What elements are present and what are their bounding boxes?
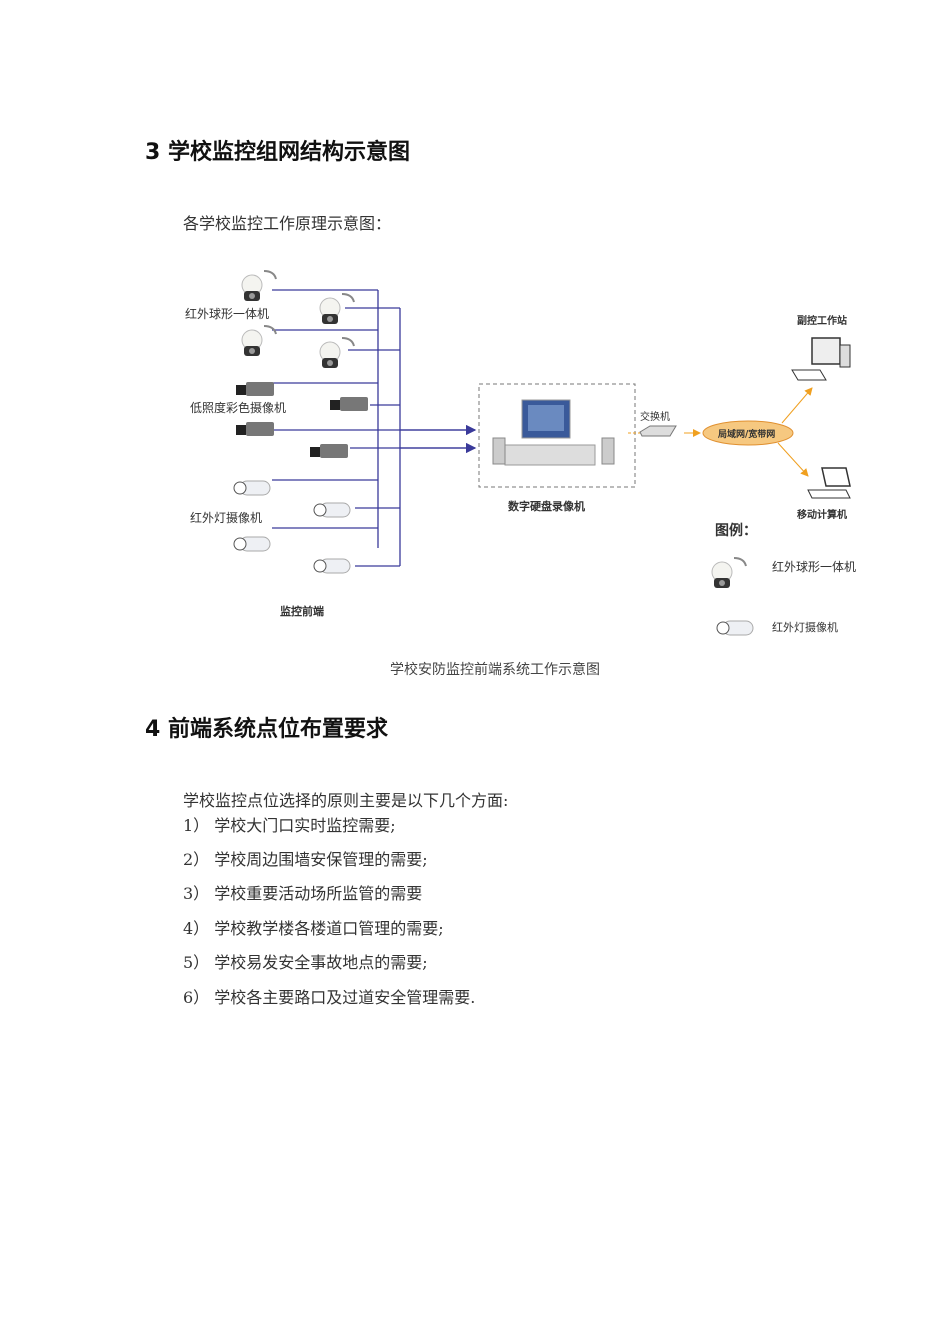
section-3-heading: 3 学校监控组网结构示意图 [145, 140, 410, 165]
dvr-box [478, 383, 636, 488]
list-item: 6） 学校各主要路口及过道安全管理需要. [183, 988, 476, 1007]
list-item: 2） 学校周边围墙安保管理的需要; [183, 850, 428, 869]
network-diagram: 红外球形一体机 低照度彩色摄像机 红外灯摄像机 监控前端 数字硬盘录像机 交换机… [185, 270, 856, 636]
legend-dome-label: 红外球形一体机 [772, 559, 856, 574]
figure-caption: 学校安防监控前端系统工作示意图 [390, 662, 600, 678]
network-cloud-icon [702, 420, 794, 446]
box-camera-icon [236, 382, 368, 458]
box-camera-label: 低照度彩色摄像机 [190, 400, 286, 415]
dvr-computer-icon [492, 399, 615, 466]
legend-dome-icon [711, 557, 747, 589]
dvr-label: 数字硬盘录像机 [508, 499, 585, 513]
section-3-intro: 各学校监控工作原理示意图： [183, 214, 392, 233]
camera-bus-lines [272, 289, 477, 567]
section-4-intro: 学校监控点位选择的原则主要是以下几个方面: [183, 791, 509, 810]
legend-bullet-icon [716, 620, 754, 636]
dome-camera-label: 红外球形一体机 [185, 306, 269, 321]
legend-bullet-label: 红外灯摄像机 [772, 620, 838, 634]
list-item: 1） 学校大门口实时监控需要; [183, 816, 396, 835]
switch-icon [639, 425, 677, 437]
list-item: 5） 学校易发安全事故地点的需要; [183, 953, 428, 972]
laptop-label: 移动计算机 [797, 508, 847, 521]
workstation-label: 副控工作站 [797, 314, 847, 327]
legend-title: 图例： [715, 522, 757, 539]
laptop-icon [807, 467, 851, 499]
workstation-icon [791, 337, 851, 381]
frontend-label: 监控前端 [280, 604, 324, 618]
network-label: 局域网/宽带网 [718, 428, 775, 440]
switch-label: 交换机 [640, 410, 670, 423]
section-4-heading: 4 前端系统点位布置要求 [145, 717, 388, 742]
list-item: 4） 学校教学楼各楼道口管理的需要; [183, 919, 444, 938]
list-item: 3） 学校重要活动场所监管的需要 [183, 884, 423, 903]
bullet-camera-icon [233, 480, 351, 574]
bullet-camera-label: 红外灯摄像机 [190, 510, 262, 525]
